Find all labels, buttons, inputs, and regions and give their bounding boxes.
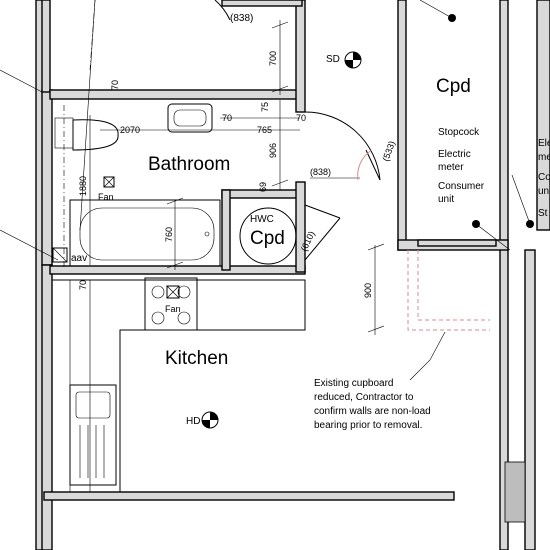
- edge-text-1: Ele: [538, 138, 550, 149]
- bathroom-bottom-wall: [49, 265, 306, 275]
- fan-icon-kitchen: [166, 285, 180, 299]
- bottom-wall: [43, 491, 455, 501]
- basin-bowl: [173, 109, 207, 127]
- hwc-cpd-label: Cpd: [250, 228, 285, 249]
- bath-drain: [204, 231, 210, 237]
- dim-69: 69: [258, 182, 268, 192]
- hwc-right-wall: [295, 181, 306, 273]
- aav-label: aav: [71, 253, 87, 264]
- top-stub-wall: [221, 0, 303, 7]
- sink: [69, 384, 117, 486]
- hwc-left-wall: [221, 189, 231, 271]
- hd-symbol-icon: [201, 411, 219, 429]
- sd-symbol-icon: [344, 51, 362, 69]
- note-consumer: Consumer: [438, 181, 485, 192]
- demolition-line: [407, 250, 490, 331]
- dim-1880: 1880: [78, 176, 88, 196]
- fan-label-bathroom: Fan: [98, 192, 114, 202]
- dim-760: 760: [164, 227, 174, 242]
- cupboard-door: [365, 149, 381, 181]
- annotation-line-4: bearing prior to removal.: [314, 420, 422, 431]
- upper-room-details: [0, 0, 231, 261]
- note-meter: meter: [438, 162, 464, 173]
- wc-bowl: [72, 119, 119, 151]
- edge-text-2: me: [538, 152, 550, 163]
- sd-label: SD: [326, 54, 340, 65]
- aav-icon: [52, 247, 68, 263]
- note-electric: Electric: [438, 149, 471, 160]
- annotation-line-1: Existing cupboard: [314, 378, 394, 389]
- doors: [304, 111, 381, 261]
- hwc-door: [304, 204, 341, 219]
- leader-top-left: [0, 69, 43, 93]
- dim-838-top: (838): [230, 13, 253, 24]
- annotation-line-3: confirm walls are non-load: [314, 406, 431, 417]
- upper-left-wall: [41, 0, 51, 93]
- hob: [144, 277, 198, 331]
- edge-text-3: Co: [538, 172, 550, 183]
- bath: [69, 199, 221, 267]
- room-label-kitchen: Kitchen: [165, 348, 228, 369]
- cpd-inner-wall: [417, 239, 497, 247]
- walls: [35, 0, 550, 550]
- worktop: [52, 279, 306, 493]
- edge-text-4: uni: [538, 186, 550, 197]
- door-arc-top: [214, 0, 231, 21]
- annotation-line-2: reduced, Contractor to: [314, 392, 414, 403]
- hwc-cylinder: [239, 207, 297, 265]
- leader-mid-left: [0, 229, 59, 261]
- fan-label-kitchen: Fan: [165, 304, 181, 314]
- dim-765: 765: [257, 125, 272, 135]
- annotation-leader: [409, 331, 446, 381]
- note-unit: unit: [438, 194, 454, 205]
- dim-838-mid: (838): [310, 167, 331, 177]
- bathroom-top-wall: [49, 89, 303, 100]
- dim-75: 75: [260, 102, 270, 112]
- edge-text-5: St: [538, 208, 548, 219]
- kitchen-fixtures: [52, 277, 306, 493]
- hatched-panel: [504, 461, 526, 523]
- dim-70-d: 70: [78, 280, 88, 290]
- basin: [167, 103, 213, 133]
- right-cupboard: [407, 0, 534, 331]
- dim-533: (533): [380, 140, 397, 163]
- bathroom-left-wall: [41, 89, 53, 266]
- door-arc-pink: [357, 149, 373, 181]
- sink-bowl: [75, 391, 111, 419]
- dim-2070: 2070: [120, 125, 140, 135]
- hd-label: HD: [186, 416, 200, 427]
- dim-900: 900: [363, 283, 373, 298]
- bath-inner: [79, 207, 215, 261]
- bathroom-fixtures: [52, 103, 221, 270]
- dim-700: 700: [268, 51, 278, 66]
- hwc-label: HWC: [250, 214, 274, 225]
- note-stopcock: Stopcock: [438, 127, 480, 138]
- kitchen-left-wall: [41, 264, 53, 550]
- room-label-bathroom: Bathroom: [148, 154, 230, 175]
- cpd-right-wall: [499, 0, 509, 550]
- dashed-line: [89, 0, 96, 71]
- far-right-upper-wall: [536, 0, 550, 231]
- cpd-left-wall: [397, 0, 407, 251]
- diagonal-line: [79, 0, 96, 231]
- dim-906: 906: [268, 143, 278, 158]
- dim-70-b: 70: [222, 113, 232, 123]
- fan-icon-bathroom: [103, 176, 115, 188]
- far-right-wall: [524, 249, 536, 550]
- dim-70-a: 70: [110, 80, 120, 90]
- bathroom-right-wall-upper: [295, 0, 306, 113]
- dimension-lines: [89, 20, 385, 335]
- dim-70-c: 70: [296, 113, 306, 123]
- room-label-cupboard: Cpd: [436, 76, 471, 97]
- bathroom-door-arc: [304, 111, 381, 181]
